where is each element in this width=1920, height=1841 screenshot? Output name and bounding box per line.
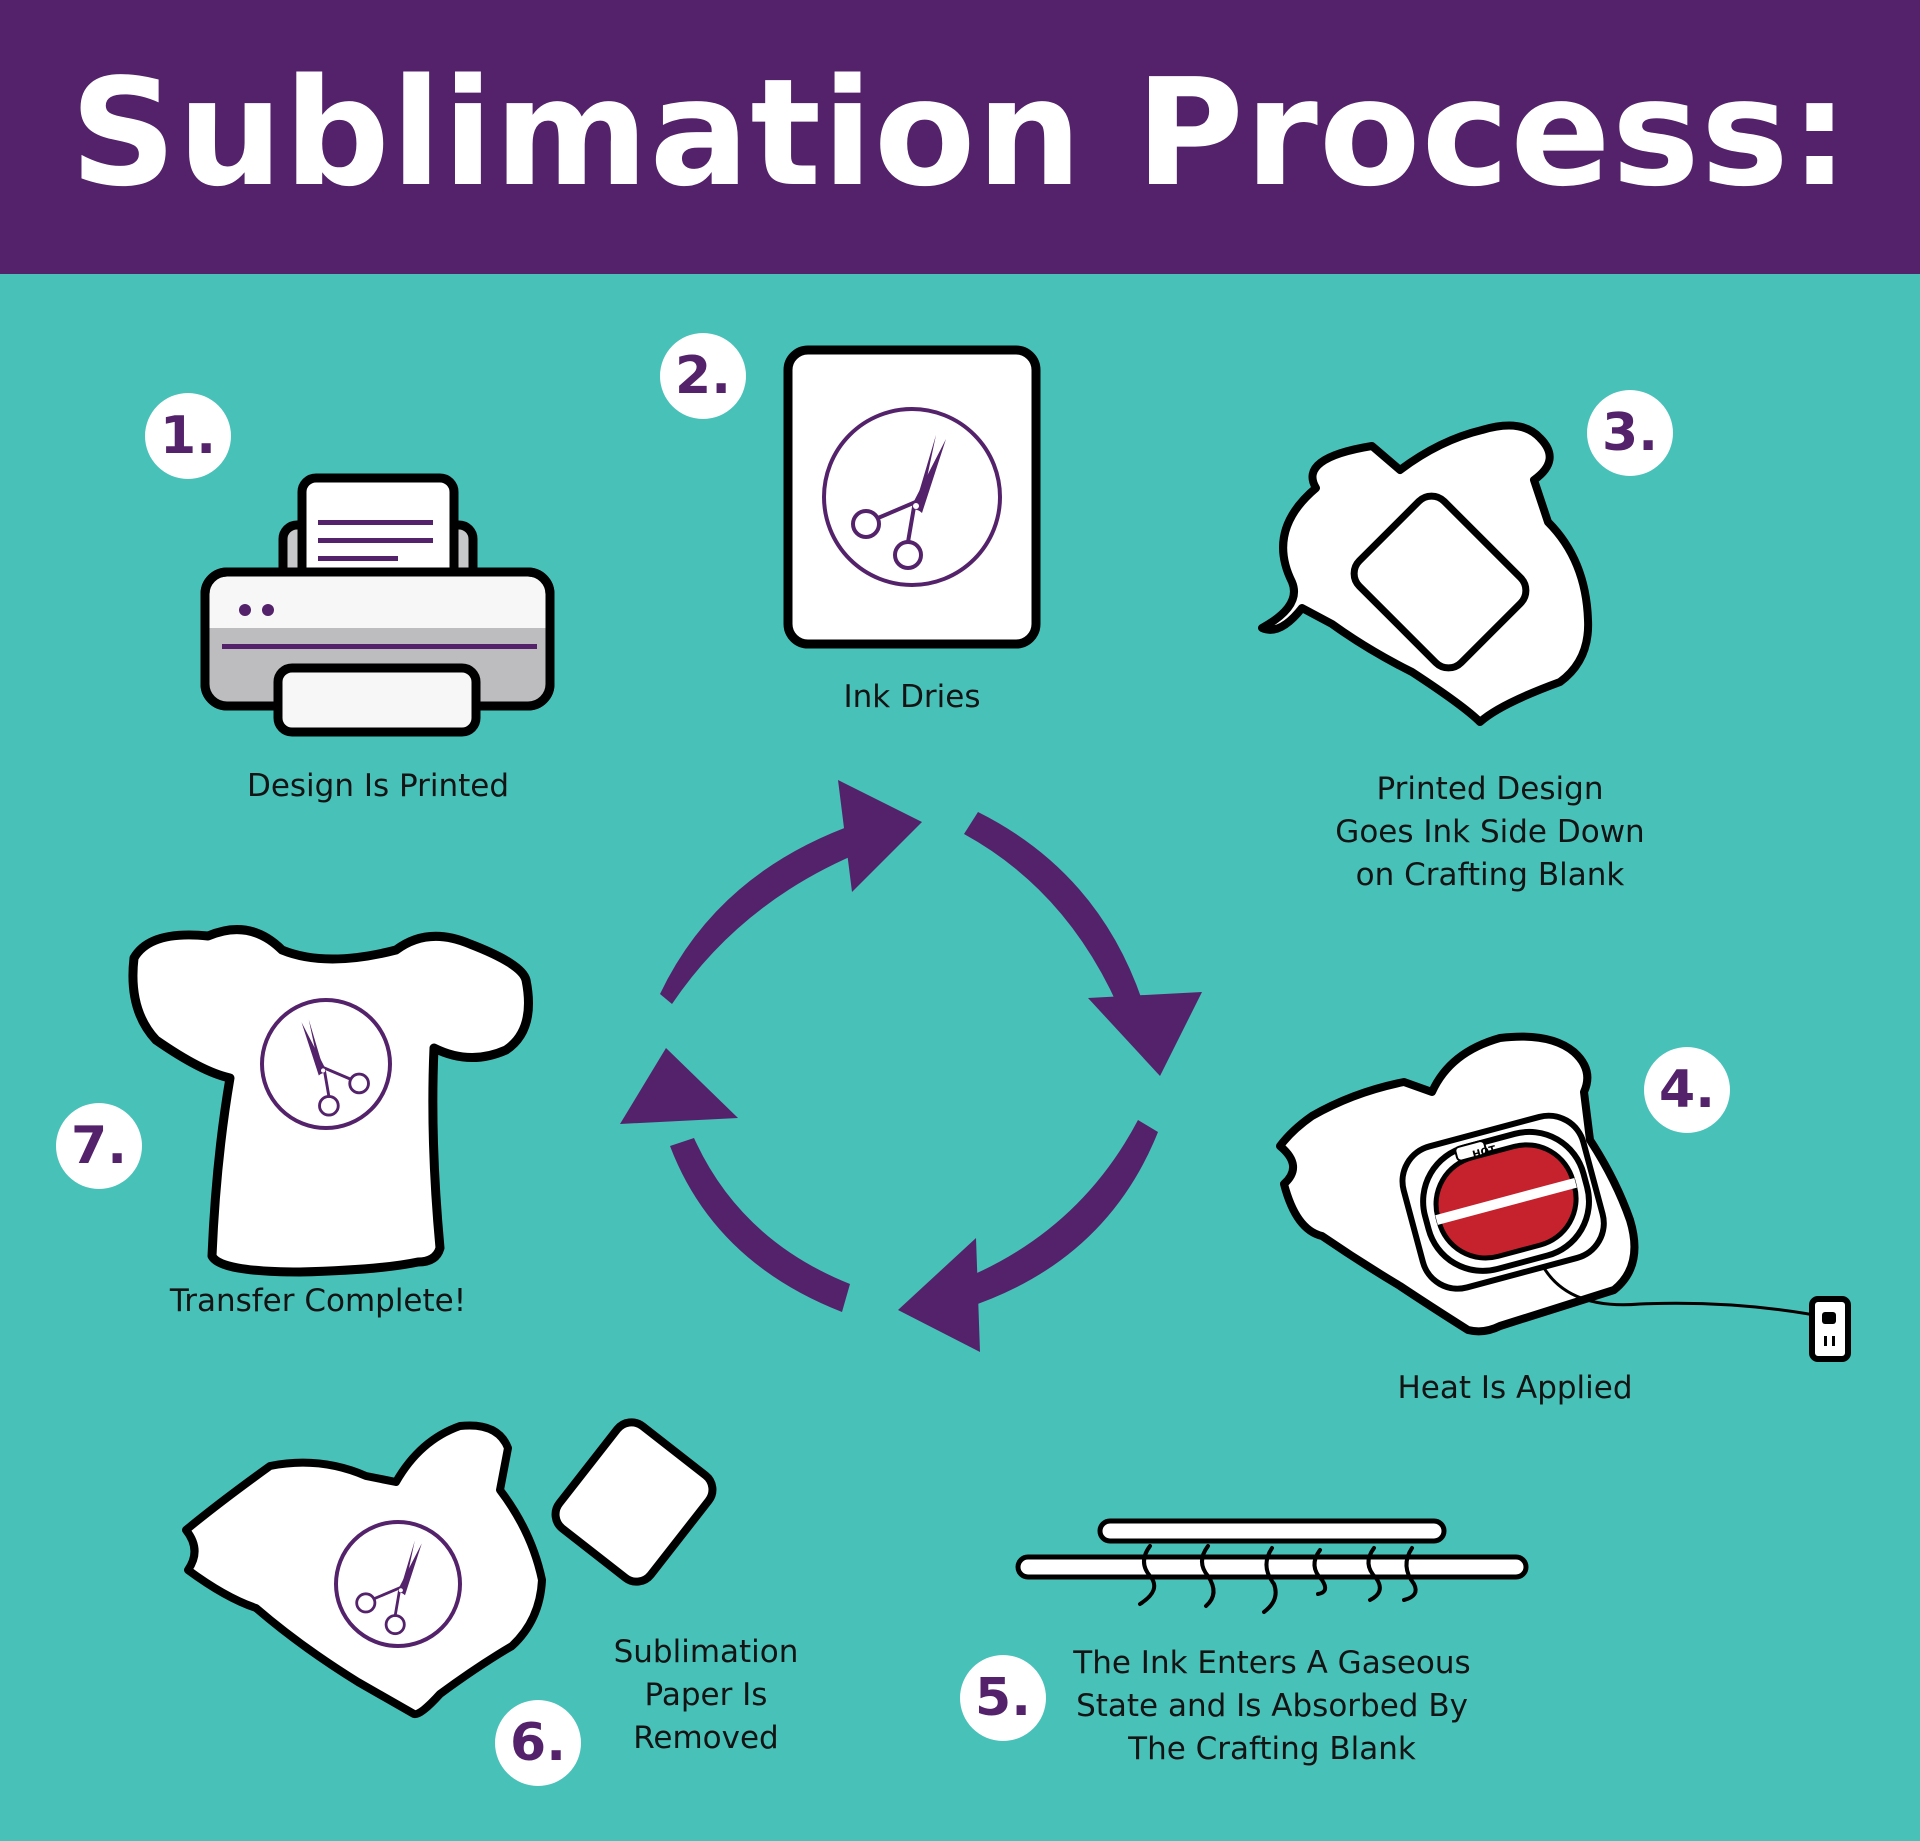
step-2-label: Ink Dries <box>843 679 981 715</box>
printer-details <box>222 520 537 649</box>
step-3-label-line-1: Printed Design <box>1376 771 1604 807</box>
step-5-label-line-2: State and Is Absorbed By <box>1076 1688 1468 1724</box>
step-3-number: 3. <box>1587 390 1673 476</box>
gas-transfer-icon <box>1015 1518 1529 1614</box>
step-5-label-line-1: The Ink Enters A Gaseous <box>1073 1645 1471 1681</box>
arrow-bottom-left <box>620 1048 850 1312</box>
step-4-number: 4. <box>1644 1047 1730 1133</box>
page-title: Sublimation Process: <box>69 47 1851 219</box>
step-4-label: Heat Is Applied <box>1397 1370 1633 1406</box>
shirt-with-paper-icon <box>1258 421 1593 726</box>
step-6-label-line-1: Sublimation <box>613 1634 799 1670</box>
arrow-bottom-right <box>898 1120 1158 1352</box>
step-7-label: Transfer Complete! <box>169 1283 467 1319</box>
cycle-arrows-icon <box>620 780 1202 1352</box>
step-6-label-line-3: Removed <box>633 1720 779 1756</box>
shirt-paper-removed-icon <box>182 1418 717 1719</box>
step-6-number: 6. <box>495 1700 581 1786</box>
step-5-label-line-3: The Crafting Blank <box>1128 1731 1416 1767</box>
step-3-label-line-3: on Crafting Blank <box>1355 857 1625 893</box>
step-6-label: Sublimation Paper Is Removed <box>556 1631 856 1760</box>
step-3-label: Printed Design Goes Ink Side Down on Cra… <box>1290 768 1690 897</box>
finished-shirt-icon <box>128 925 533 1277</box>
step-1-number: 1. <box>145 393 231 479</box>
step-7-number: 7. <box>56 1103 142 1189</box>
step-6-label-line-2: Paper Is <box>644 1677 768 1713</box>
arrow-top-right <box>964 812 1202 1076</box>
step-1-label: Design Is Printed <box>246 768 510 804</box>
heat-press-icon <box>1276 1032 1851 1362</box>
step-3-label-line-2: Goes Ink Side Down <box>1335 814 1645 850</box>
step-5-number: 5. <box>960 1655 1046 1741</box>
step-5-label: The Ink Enters A Gaseous State and Is Ab… <box>1042 1642 1502 1771</box>
title-banner: Sublimation Process: <box>0 0 1920 274</box>
printer-icon <box>200 473 555 737</box>
step-2-number: 2. <box>660 333 746 419</box>
printed-paper-icon <box>783 345 1041 649</box>
arrow-top-left <box>660 780 922 1004</box>
